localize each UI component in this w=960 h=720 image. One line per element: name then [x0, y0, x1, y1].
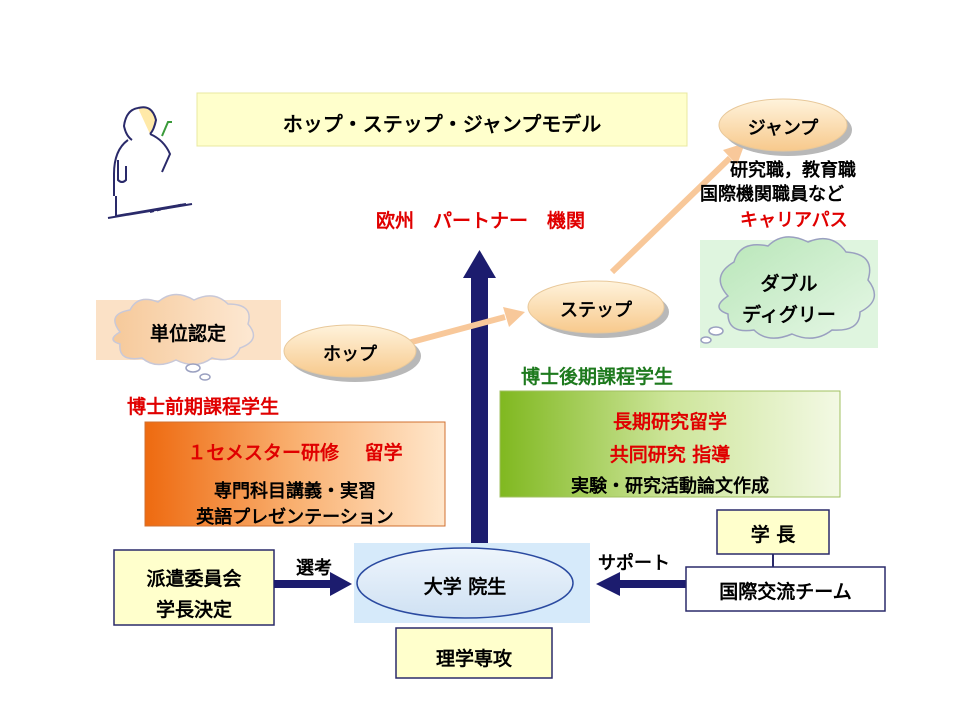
doctor-line3: 実験・研究活動論文作成	[571, 476, 769, 497]
master-line1: １セメスター研修 留学	[187, 442, 403, 464]
credit-cloud-icon	[96, 293, 281, 381]
career-line1: 研究職，教育職	[730, 160, 856, 181]
scientist-clipart-icon	[107, 106, 193, 219]
step-oval	[527, 280, 669, 338]
committee-line2: 学長決定	[155, 599, 232, 621]
doctor-program-box	[499, 390, 841, 498]
credit-label: 単位認定	[150, 323, 227, 345]
title-box	[196, 92, 688, 147]
step-label: ステップ	[560, 300, 632, 321]
master-program-box	[144, 421, 446, 527]
president-label: 学 長	[750, 524, 796, 546]
double-degree-cloud-icon	[700, 236, 878, 348]
master-heading: 博士前期課程学生	[127, 396, 280, 418]
student-label: 大学 院生	[423, 576, 507, 598]
selection-label: 選考	[296, 558, 332, 579]
partner-up-arrow	[463, 250, 496, 544]
president-box	[716, 509, 830, 555]
committee-line1: 派遣委員会	[146, 568, 242, 590]
support-arrow	[596, 572, 686, 596]
career-line3: キャリアパス	[740, 210, 848, 231]
double-degree-line1: ダブル	[760, 273, 818, 295]
jump-oval	[718, 98, 852, 156]
doctor-heading: 博士後期課程学生	[521, 366, 674, 388]
support-label: サポート	[598, 553, 670, 574]
doctor-line1: 長期研究留学	[612, 411, 727, 433]
diagram-title: ホップ・ステップ・ジャンプモデル	[282, 112, 602, 136]
dept-box	[395, 627, 553, 679]
selection-arrow	[274, 572, 352, 596]
career-line2: 国際機関職員など	[700, 184, 844, 205]
student-oval	[356, 547, 574, 619]
team-box	[685, 566, 886, 612]
master-line2: 専門科目講義・実習	[214, 481, 376, 502]
hop-oval	[283, 324, 421, 382]
partner-label: 欧州 パートナー 機関	[376, 210, 586, 232]
master-line3: 英語プレゼンテーション	[196, 507, 394, 528]
hop-label: ホップ	[323, 344, 377, 365]
dept-label: 理学専攻	[435, 648, 512, 670]
jump-label: ジャンプ	[747, 118, 819, 139]
team-label: 国際交流チーム	[719, 581, 852, 603]
doctor-line2: 共同研究 指導	[609, 444, 731, 466]
progression-arrows	[407, 143, 745, 346]
double-degree-line2: ディグリー	[742, 304, 836, 326]
